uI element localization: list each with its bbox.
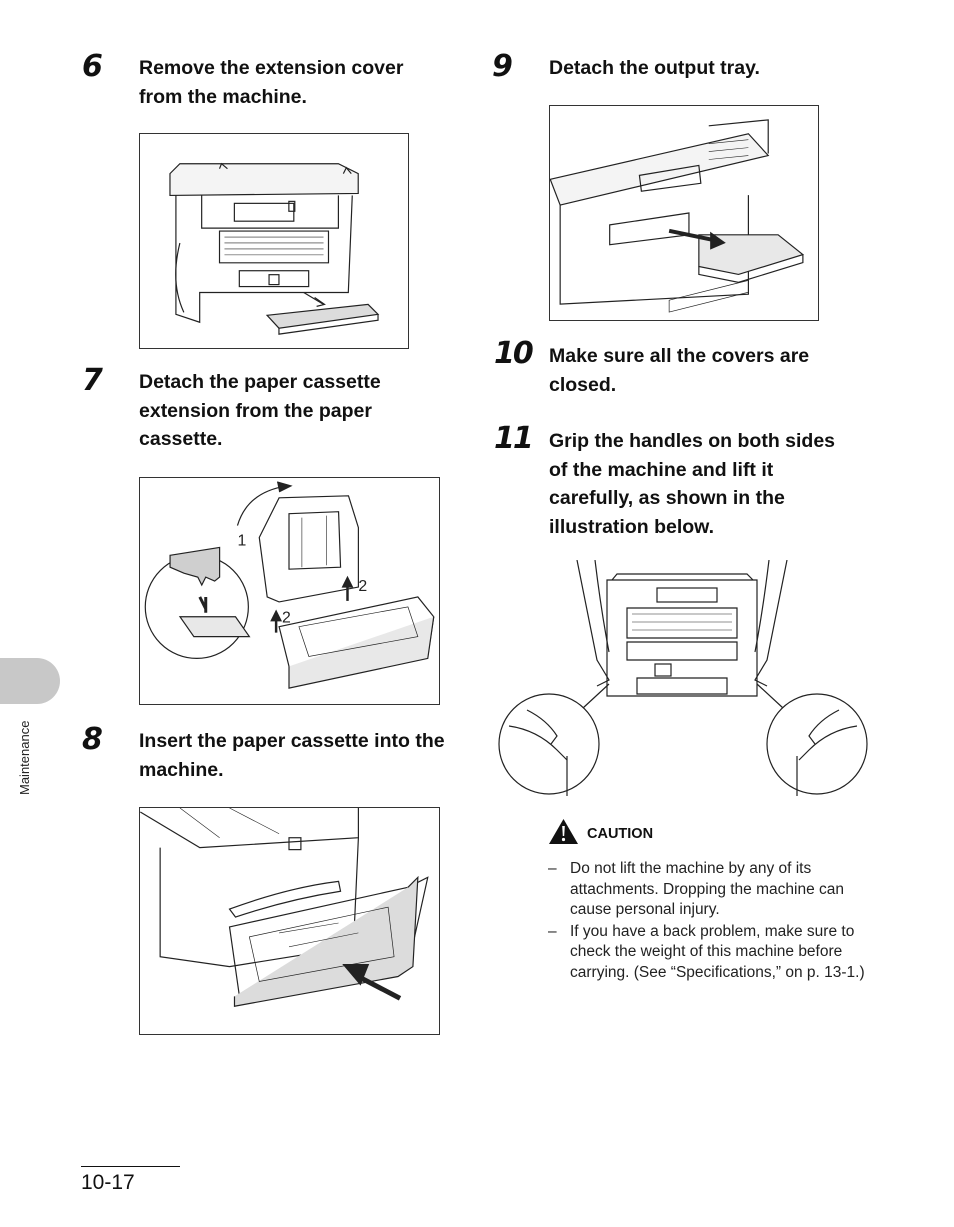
callout-1: 1 [237,532,246,549]
step-9-number: 9 [492,49,513,84]
callout-2-left: 2 [282,610,291,627]
step-6-number: 6 [82,49,103,84]
illustration-lifting-machine [498,559,868,796]
step-6-instruction: Remove the extension cover from the mach… [139,57,404,108]
page-number: 10-17 [81,1171,135,1194]
caution-list: –Do not lift the machine by any of its a… [548,859,878,984]
figure-detach-output-tray [549,105,819,321]
illustration-output-tray [550,119,805,313]
step-7-number: 7 [82,363,103,398]
caution-item: –Do not lift the machine by any of its a… [548,860,844,919]
section-label: Maintenance [17,720,32,795]
step-7-instruction: Detach the paper cassette extension from… [139,371,381,450]
callout-2-right: 2 [358,578,367,595]
step-9-instruction: Detach the output tray. [549,57,760,79]
illustration-machine-rear [169,162,380,335]
warning-icon [548,818,579,849]
figure-remove-extension-cover [139,133,409,349]
caution-box: CAUTION –Do not lift the machine by any … [548,818,878,985]
step-8-instruction: Insert the paper cassette into the machi… [139,730,445,781]
illustration-cassette-extension: 1 2 2 [144,481,435,689]
step-11-instruction: Grip the handles on both sides of the ma… [549,430,836,538]
step-11-number: 11 [494,421,534,456]
caution-title: CAUTION [587,825,654,842]
step-10-number: 10 [494,336,534,371]
figure-detach-cassette-extension: 1 2 2 [139,477,440,705]
step-8-number: 8 [82,722,103,757]
illustration-cassette-insert [140,808,429,1007]
section-tab [0,658,60,704]
step-10-instruction: Make sure all the covers are closed. [549,345,810,396]
figure-insert-paper-cassette [139,807,440,1035]
footer-rule [81,1166,180,1167]
caution-item: –If you have a back problem, make sure t… [548,922,865,981]
figure-lift-machine [497,559,869,796]
caution-header: CAUTION [548,818,878,849]
